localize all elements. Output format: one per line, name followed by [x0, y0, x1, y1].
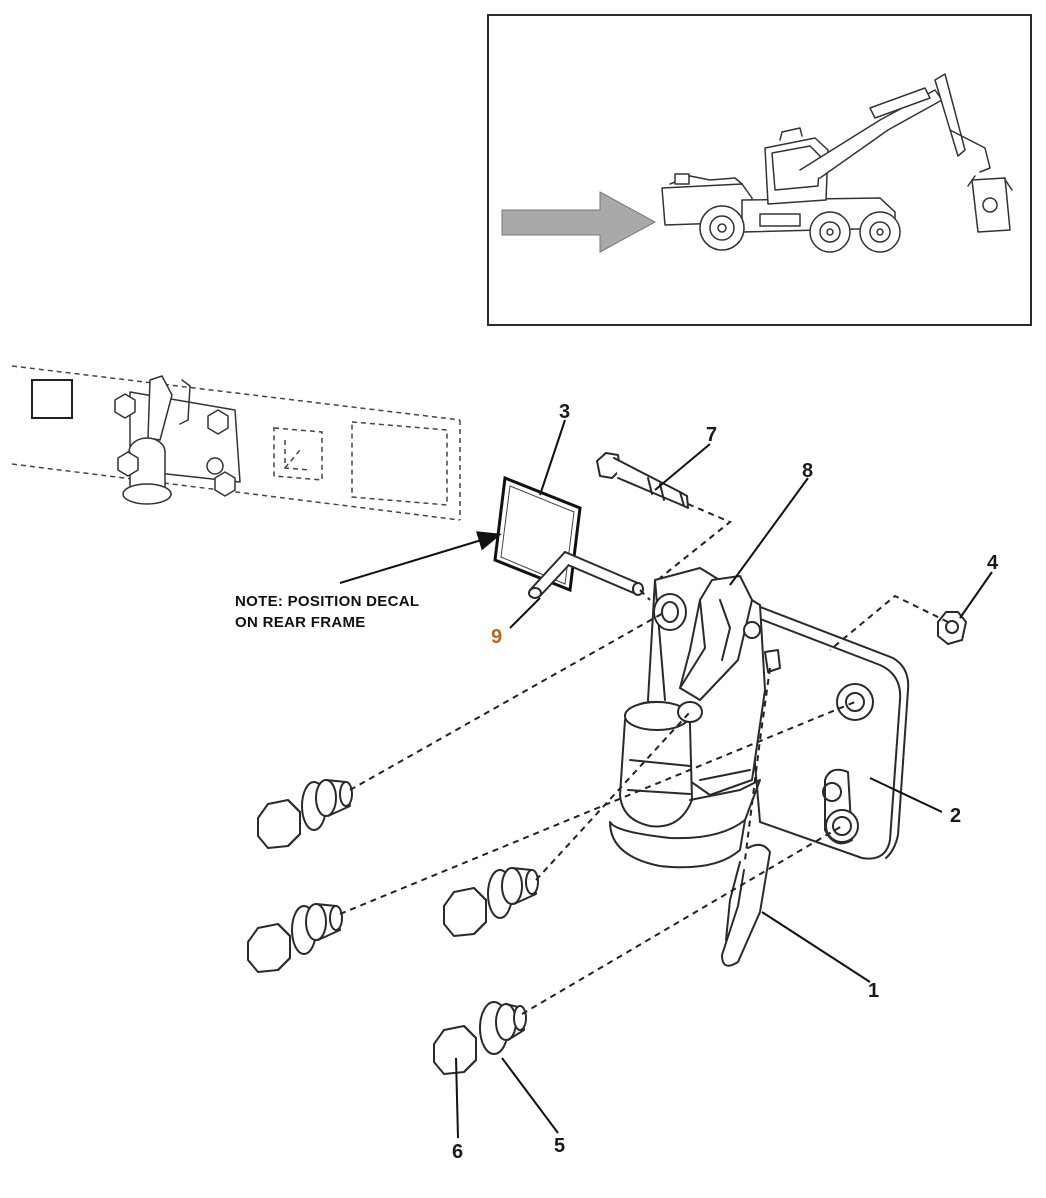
- assembly-lines: [339, 503, 949, 1015]
- location-arrow: [501, 191, 657, 253]
- callout-7: 7: [706, 424, 717, 446]
- callout-5: 5: [554, 1135, 565, 1157]
- tow-hitch-assembly: [609, 567, 910, 869]
- leader-lines: [339, 419, 993, 1139]
- bolt-washer-set-d: [433, 1001, 527, 1075]
- callout-2: 2: [950, 805, 961, 827]
- rear-frame-context: [11, 365, 461, 521]
- spring-clip-part-1: [721, 843, 771, 967]
- bolt-washer-set-c: [443, 867, 539, 937]
- mounting-plate-part-2: [741, 611, 902, 860]
- inset-frame: [487, 14, 1032, 326]
- latch-part-8: [679, 575, 753, 701]
- note-line-2: ON REAR FRAME: [235, 614, 366, 631]
- callout-6: 6: [452, 1141, 463, 1163]
- callout-8: 8: [802, 460, 813, 482]
- pin-part-9: [528, 551, 644, 599]
- decal-location: [31, 379, 73, 419]
- note-line-1: NOTE: POSITION DECAL: [235, 593, 419, 610]
- bolt-washer-set-b: [247, 903, 343, 973]
- bolt-part-7: [596, 452, 689, 509]
- decal-part-3: [493, 475, 582, 593]
- hitch-in-position: [114, 375, 241, 505]
- machine-inset: [487, 14, 1032, 326]
- callout-4: 4: [987, 552, 999, 574]
- bolt-washer-set-a: [257, 779, 353, 849]
- callout-3: 3: [559, 401, 570, 423]
- harvester-machine: [661, 73, 1013, 253]
- callout-1: 1: [868, 980, 879, 1002]
- callout-9: 9: [491, 626, 502, 648]
